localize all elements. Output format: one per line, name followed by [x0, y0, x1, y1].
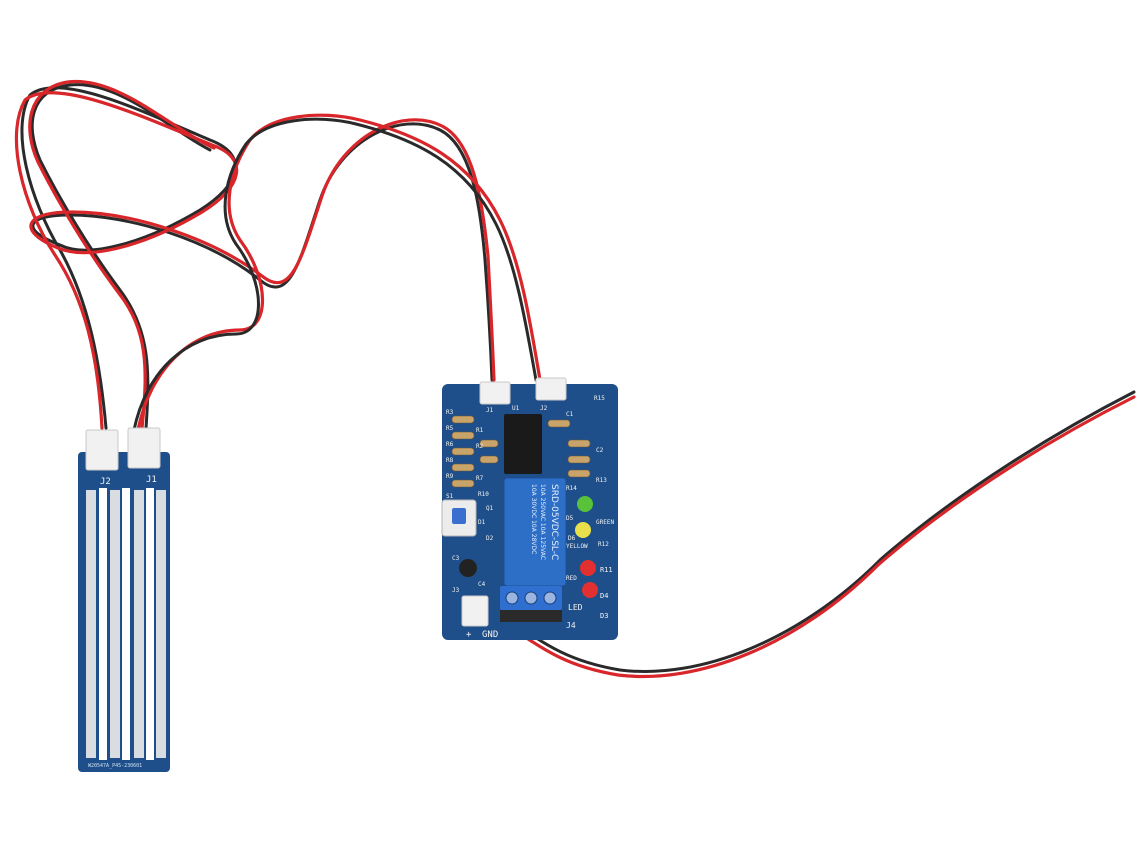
label-r8: R8	[446, 457, 454, 464]
terminal-screw-1	[505, 591, 519, 605]
label-r9: R9	[446, 473, 454, 480]
power-connector	[461, 595, 489, 627]
relay-rating-text-2: 10A 30VDC 10A 28VDC	[530, 484, 537, 554]
label-d4: D4	[600, 592, 608, 600]
led-yellow	[575, 522, 591, 538]
probe-bottom-text: W20547A_P45-230601	[88, 763, 142, 769]
label-c3: C3	[452, 555, 460, 562]
controller-board: SRD-05VDC-SL-C 10A 250VAC 10A 125VAC 10A…	[441, 377, 618, 640]
label-led: LED	[568, 603, 583, 612]
label-r10: R10	[478, 491, 489, 498]
probe-connector-j1	[127, 427, 161, 469]
terminal-screw-3	[543, 591, 557, 605]
terminal-base	[500, 610, 562, 622]
label-green: GREEN	[596, 519, 614, 526]
probe-slot-2	[122, 488, 130, 760]
label-r6: R6	[446, 441, 454, 448]
probe-wire-black-c	[132, 117, 538, 432]
probe-board: J2 J1 W20547A_P45-230601	[78, 427, 170, 772]
label-red: RED	[566, 575, 577, 582]
controller-connector-j2	[535, 377, 567, 401]
probe-connector-j2	[85, 429, 119, 471]
probe-label-j2: J2	[100, 477, 111, 487]
label-r3: R3	[446, 409, 454, 416]
probe-trace-4	[156, 490, 166, 758]
push-button-cap	[452, 508, 466, 524]
output-wire-black	[478, 390, 1136, 673]
probe-slot-1	[99, 488, 107, 760]
probe-wire-black-b	[30, 83, 212, 430]
label-r2: R2	[476, 443, 484, 450]
relay-rating-text-1: 10A 250VAC 10A 125VAC	[539, 484, 546, 560]
label-d1: D1	[478, 519, 486, 526]
label-r7: R7	[476, 475, 484, 482]
label-r15: R15	[594, 395, 605, 402]
controller-connector-j1	[479, 381, 511, 405]
probe-trace-1	[86, 490, 96, 758]
label-j2: J2	[540, 405, 548, 412]
label-c2: C2	[596, 447, 604, 454]
terminal-screw-2	[524, 591, 538, 605]
probe-slot-3	[146, 488, 154, 760]
led-green	[577, 496, 593, 512]
label-c4: C4	[478, 581, 486, 588]
label-gnd: GND	[482, 630, 498, 640]
label-r13: R13	[596, 477, 607, 484]
probe-wire-red-b	[28, 79, 216, 430]
label-plus: +	[466, 630, 472, 640]
label-r5: R5	[446, 425, 454, 432]
label-q1: Q1	[486, 505, 494, 512]
probe-label-j1: J1	[146, 475, 157, 485]
label-c1: C1	[566, 411, 574, 418]
label-j1: J1	[486, 407, 494, 414]
label-d3: D3	[600, 612, 608, 620]
ic-chip	[504, 414, 542, 474]
probe-wire-red-a	[14, 91, 496, 430]
label-r1: R1	[476, 427, 484, 434]
led-red-1	[580, 560, 596, 576]
label-r12: R12	[598, 541, 609, 548]
probe-trace-2	[110, 490, 120, 758]
label-r11: R11	[600, 566, 613, 574]
label-r14: R14	[566, 485, 577, 492]
label-j3: J3	[452, 587, 460, 594]
led-red-2	[582, 582, 598, 598]
label-d5: D5	[566, 515, 574, 522]
probe-wire-black-a	[20, 86, 494, 430]
label-d6: D6	[568, 535, 576, 542]
relay-model-text: SRD-05VDC-SL-C	[549, 484, 559, 560]
label-d2: D2	[486, 535, 494, 542]
label-s1: S1	[446, 493, 454, 500]
label-yellow: YELLOW	[566, 543, 588, 550]
wire-bundle	[14, 79, 1136, 679]
capacitor	[459, 559, 477, 577]
probe-trace-3	[134, 490, 144, 758]
resistor-array	[451, 415, 591, 488]
output-wire-red	[476, 395, 1136, 679]
label-j4: J4	[566, 621, 576, 630]
label-u1: U1	[512, 405, 520, 412]
